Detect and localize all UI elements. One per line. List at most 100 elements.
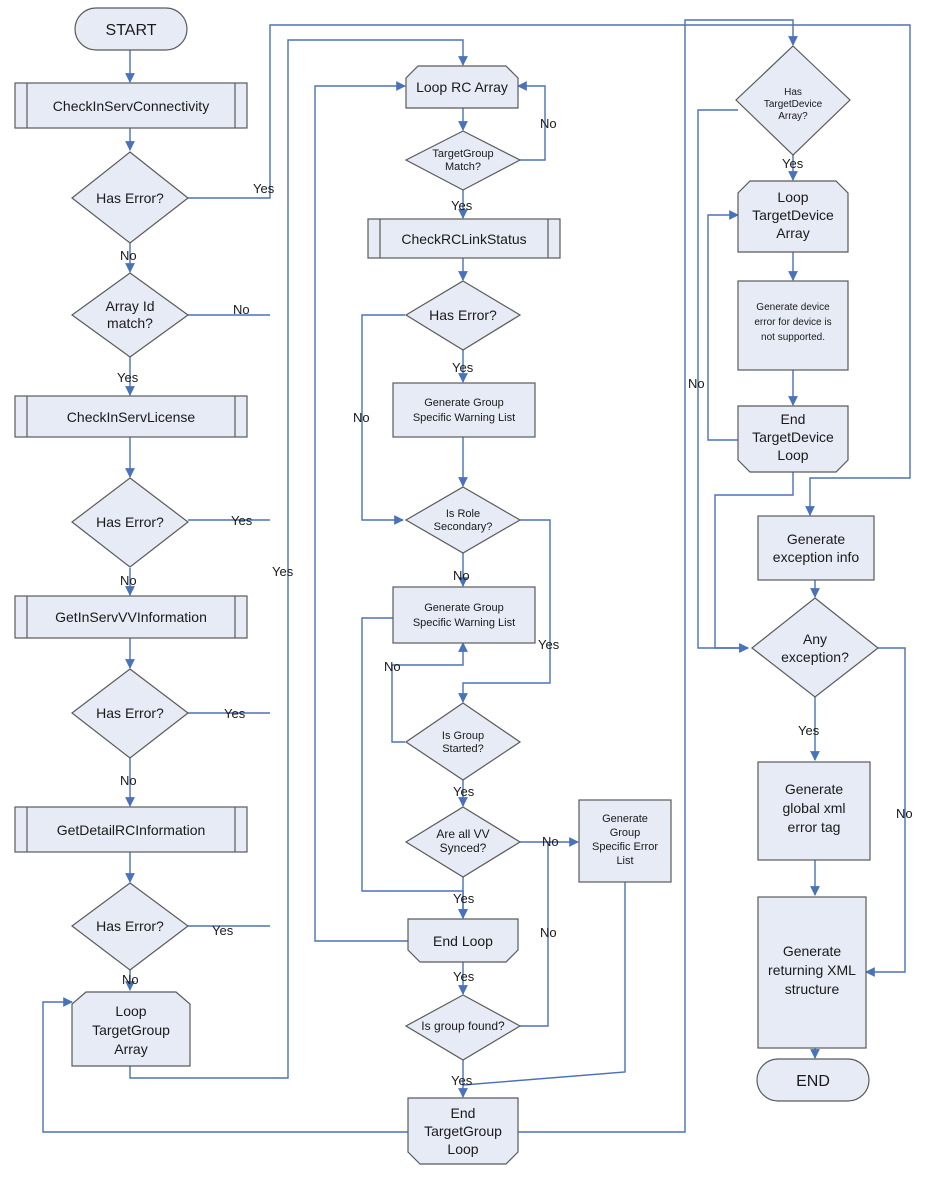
node-all-vv-synced: Are all VV Synced? <box>404 806 522 878</box>
node-end-tg-line1: End <box>451 1105 476 1121</box>
node-end <box>756 1058 870 1102</box>
edge-errors-to-exception <box>188 24 911 516</box>
label-role-no: No <box>453 568 470 583</box>
label-err3-yes: Yes <box>224 706 246 721</box>
node-check-connectivity-label: CheckInServConnectivity <box>53 98 209 114</box>
node-has-error-4: Has Error? <box>70 882 190 971</box>
node-gen-device-error: Generate device error for device is not … <box>737 280 849 371</box>
edge-endtd-loop <box>707 210 739 441</box>
node-has-error-3-label: Has Error? <box>96 705 164 721</box>
node-group-found-label: Is group found? <box>421 1019 505 1033</box>
node-is-started-line1: Is Group <box>442 730 484 742</box>
node-end-td-line1: End <box>781 411 806 427</box>
node-gen-error-line3: Specific Error <box>592 841 658 853</box>
edge-exc-no <box>865 647 906 977</box>
node-check-license: CheckInServLicense <box>14 395 248 438</box>
node-check-rc-link-label: CheckRCLinkStatus <box>401 231 526 247</box>
node-end-tg-line2: TargetGroup <box>424 1123 502 1139</box>
node-loop-td-line3: Array <box>776 225 809 241</box>
node-has-error-4-label: Has Error? <box>96 918 164 934</box>
label-arrayid-yes: Yes <box>117 370 139 385</box>
node-tg-match: TargetGroup Match? <box>404 130 522 191</box>
node-gen-warning-1-line2: Specific Warning List <box>413 412 515 424</box>
edge-endtg-to-looptg <box>42 997 408 1133</box>
label-started-no: No <box>384 659 401 674</box>
edges <box>42 19 911 1133</box>
node-start <box>74 7 188 51</box>
node-start-label: START <box>106 22 157 39</box>
node-end-loop-label: End Loop <box>433 933 493 949</box>
label-hastd-yes: Yes <box>782 156 804 171</box>
node-has-td-line2: TargetDevice <box>764 99 823 110</box>
node-gen-xml-error: Generate global xml error tag <box>757 761 871 861</box>
node-has-td-line3: Array? <box>778 111 808 122</box>
label-exc-no: No <box>896 806 913 821</box>
node-loop-rc-label: Loop RC Array <box>416 79 508 95</box>
node-gen-dev-line1: Generate device <box>756 302 830 313</box>
node-end-label: END <box>796 1073 830 1090</box>
label-found-no: No <box>540 925 557 940</box>
node-gen-xml-line2: global xml <box>782 800 845 816</box>
node-gen-ret-line2: returning XML <box>768 962 856 978</box>
node-has-error-1-label: Has Error? <box>96 190 164 206</box>
node-get-rc-info-label: GetDetailRCInformation <box>57 822 206 838</box>
label-err1-no: No <box>120 248 137 263</box>
node-gen-exc-line2: exception info <box>773 549 860 565</box>
node-array-id-line1: Array Id <box>105 298 154 314</box>
node-is-started-line2: Started? <box>442 743 484 755</box>
label-err4-no: No <box>122 972 139 987</box>
node-synced-line2: Synced? <box>440 841 487 855</box>
edge-role-yes <box>458 519 551 703</box>
node-loop-targetdevice: Loop TargetDevice Array <box>737 180 849 253</box>
label-err5-no: No <box>353 410 370 425</box>
node-check-license-label: CheckInServLicense <box>67 409 196 425</box>
edge-labels: Yes No No Yes Yes No Yes No Yes No Yes N… <box>117 116 913 1088</box>
label-role-yes: Yes <box>538 637 560 652</box>
node-end-loop: End Loop <box>407 918 519 963</box>
edge-endtg-to-hastd <box>518 19 798 1133</box>
node-gen-returning-xml: Generate returning XML structure <box>757 896 867 1049</box>
edge-looptg-to-looprc <box>129 39 468 1079</box>
node-gen-error-list: Generate Group Specific Error List <box>578 799 672 883</box>
label-err2-no: No <box>120 573 137 588</box>
label-err1-yes: Yes <box>253 181 275 196</box>
node-gen-exception-info: Generate exception info <box>757 515 875 581</box>
label-big-yes: Yes <box>272 564 294 579</box>
node-gen-dev-line3: not supported. <box>761 332 825 343</box>
node-check-connectivity: CheckInServConnectivity <box>14 82 248 129</box>
node-gen-exc-line1: Generate <box>787 531 846 547</box>
node-get-vv-info: GetInServVVInformation <box>14 595 248 639</box>
node-has-targetdevice: Has TargetDevice Array? <box>735 45 851 156</box>
node-any-exc-line1: Any <box>803 631 827 647</box>
node-any-exc-line2: exception? <box>781 649 849 665</box>
node-has-error-3: Has Error? <box>71 668 189 759</box>
node-is-role-line2: Secondary? <box>434 521 493 533</box>
node-is-group-started: Is Group Started? <box>404 702 522 781</box>
node-gen-ret-line1: Generate <box>783 943 842 959</box>
node-has-td-line1: Has <box>784 87 802 98</box>
node-gen-warning-1: Generate Group Specific Warning List <box>392 382 536 438</box>
node-has-error-2-label: Has Error? <box>96 514 164 530</box>
node-end-td-line2: TargetDevice <box>752 429 834 445</box>
label-started-yes: Yes <box>453 784 475 799</box>
edge-tgmatch-no <box>517 81 546 161</box>
node-get-vv-info-label: GetInServVVInformation <box>55 609 207 625</box>
edge-err5-no <box>361 314 405 525</box>
node-end-tg-line3: Loop <box>447 1141 478 1157</box>
node-has-error-2: Has Error? <box>71 477 189 568</box>
node-end-targetgroup-loop: End TargetGroup Loop <box>407 1097 519 1165</box>
node-is-role-secondary: Is Role Secondary? <box>404 486 522 554</box>
label-endloop-yes: Yes <box>453 969 475 984</box>
node-has-error-1: Has Error? <box>71 151 189 244</box>
node-loop-td-line2: TargetDevice <box>752 207 834 223</box>
label-err2-yes: Yes <box>231 513 253 528</box>
label-hastd-no: No <box>688 376 705 391</box>
node-is-group-found: Is group found? <box>404 994 522 1061</box>
node-loop-tg-line1: Loop <box>115 1003 146 1019</box>
label-synced-yes: Yes <box>453 891 475 906</box>
node-gen-warning-2-line2: Specific Warning List <box>413 617 515 629</box>
node-end-targetdevice-loop: End TargetDevice Loop <box>737 405 849 473</box>
node-is-role-line1: Is Role <box>446 508 480 520</box>
label-err3-no: No <box>120 773 137 788</box>
label-tgmatch-yes: Yes <box>451 198 473 213</box>
